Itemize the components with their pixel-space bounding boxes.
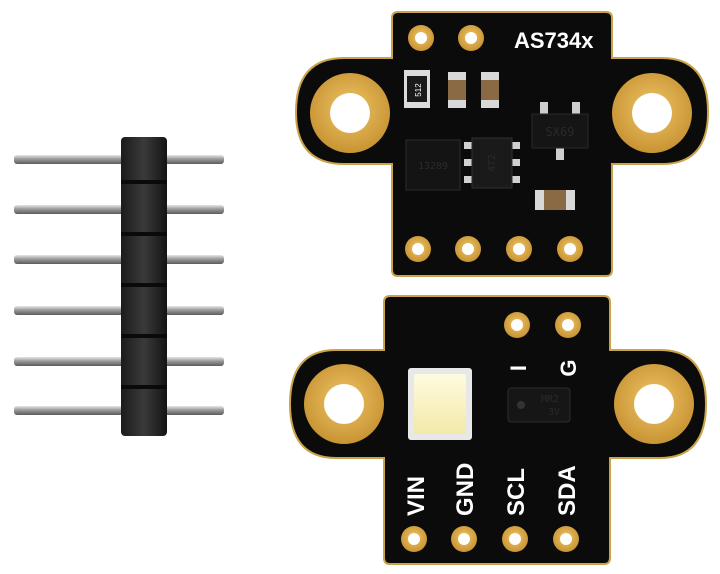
sensor-chip: MR2 3V	[507, 387, 571, 423]
header-pin	[14, 255, 224, 264]
pin-label-sda: SDA	[554, 465, 581, 516]
pad	[506, 236, 532, 262]
regulator-chip: SX69	[531, 102, 589, 160]
led-component	[408, 368, 472, 440]
pin-label-scl: SCL	[503, 468, 530, 516]
transistor-chip: 4T2	[464, 137, 520, 189]
pad	[458, 25, 484, 51]
transistor-marking: 4T2	[487, 154, 498, 172]
mounting-hole	[310, 73, 390, 153]
pad	[504, 312, 530, 338]
pad	[401, 526, 427, 552]
pin-header	[14, 137, 224, 436]
header-pin	[14, 155, 224, 164]
pad	[553, 526, 579, 552]
pad	[451, 526, 477, 552]
pad	[405, 236, 431, 262]
sensor-marking-line1: MR2	[541, 394, 559, 405]
header-plastic-spacer	[121, 137, 167, 436]
sensor-marking-line2: 3V	[548, 407, 560, 418]
bottom-board-outline	[288, 295, 708, 565]
bottom-board: I G MR2 3V VIN GND SCL SDA	[288, 295, 708, 565]
pin-label-gnd: GND	[452, 463, 479, 516]
resistor-component: 512	[404, 70, 430, 108]
header-pin	[14, 406, 224, 415]
mounting-hole	[612, 73, 692, 153]
capacitor-component	[448, 72, 466, 108]
board-title: AS734x	[514, 28, 594, 53]
pad	[557, 236, 583, 262]
resistor-code: 512	[414, 83, 423, 97]
capacitor-component	[535, 190, 575, 210]
pad	[555, 312, 581, 338]
label-ground: G	[556, 359, 581, 376]
pad	[455, 236, 481, 262]
label-interrupt: I	[506, 365, 531, 371]
top-board: AS734x 512 SX69 13289	[294, 11, 710, 277]
pad	[502, 526, 528, 552]
ic-chip: 13289	[405, 139, 461, 191]
ic-marking: 13289	[418, 161, 448, 172]
mounting-hole	[614, 364, 694, 444]
header-pin	[14, 205, 224, 214]
header-pin	[14, 306, 224, 315]
header-pin	[14, 357, 224, 366]
pin-label-vin: VIN	[403, 476, 430, 516]
mounting-hole	[304, 364, 384, 444]
regulator-marking: SX69	[546, 125, 575, 139]
pad	[408, 25, 434, 51]
capacitor-component	[481, 72, 499, 108]
